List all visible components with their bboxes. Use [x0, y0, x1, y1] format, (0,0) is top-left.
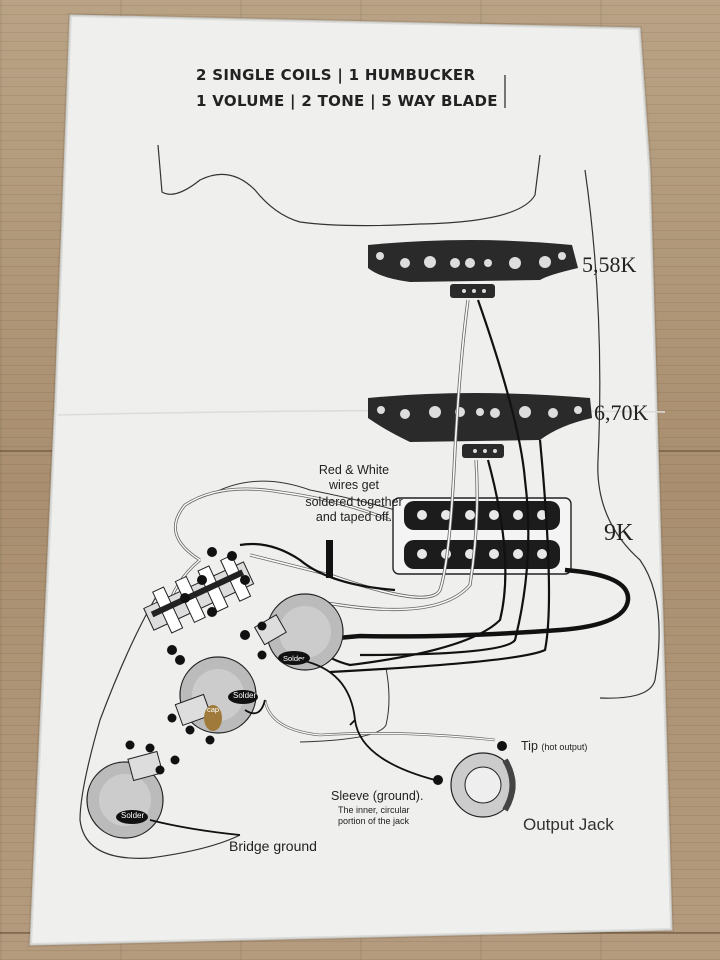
humbucker-cable [314, 567, 631, 643]
neck-pickup-resistance: 5,58K [582, 252, 637, 277]
volume-pot: Solder [253, 593, 344, 671]
control-cavity-outline [299, 667, 390, 743]
ground-wires [149, 659, 436, 836]
solder-label: Solder [283, 654, 305, 663]
note-line: and taped off. [315, 510, 393, 524]
sleeve-sub-2: portion of the jack [338, 816, 410, 826]
cap-label: cap [207, 705, 219, 714]
pickguard-outline-top [209, 480, 396, 511]
humbucker-pickup [392, 497, 572, 575]
output-jack-label: Output Jack [523, 815, 614, 834]
black-wires [239, 299, 551, 674]
solder-label: Solder [121, 811, 145, 820]
body-outline-right [584, 169, 660, 699]
neck-pickup [368, 240, 578, 298]
body-outline-top [157, 144, 541, 227]
middle-tone-pot: cap [167, 656, 258, 745]
middle-pickup-resistance: 6,70K [594, 400, 649, 425]
bridge-ground-label: Bridge ground [229, 838, 317, 854]
sleeve-label: Sleeve (ground). [331, 789, 424, 803]
note-line: soldered together [305, 495, 403, 509]
solder-label: Solder [233, 691, 257, 700]
note-line: wires get [328, 478, 380, 492]
header-line-1: 2 SINGLE COILS | 1 HUMBUCKER [196, 66, 476, 84]
pickguard-outline [79, 589, 241, 859]
tip-subtext: (hot output) [541, 742, 588, 752]
bridge-tone-pot [86, 740, 180, 839]
switch-solder-points [167, 547, 250, 665]
taped-wire-stub [326, 540, 333, 578]
red-white-note: Red & White wires get [314, 463, 394, 493]
humbucker-resistance: 9K [604, 520, 634, 546]
output-jack-symbol [433, 741, 516, 818]
red-white-note-cont: soldered together and taped off. [300, 495, 408, 525]
sleeve-sub-1: The inner, circular [338, 805, 410, 815]
tip-text: Tip [521, 739, 538, 753]
header-line-2: 1 VOLUME | 2 TONE | 5 WAY BLADE [196, 92, 498, 110]
note-line: Red & White [318, 463, 390, 477]
five-way-switch [143, 554, 255, 634]
tip-label: Tip (hot output) [521, 739, 587, 753]
